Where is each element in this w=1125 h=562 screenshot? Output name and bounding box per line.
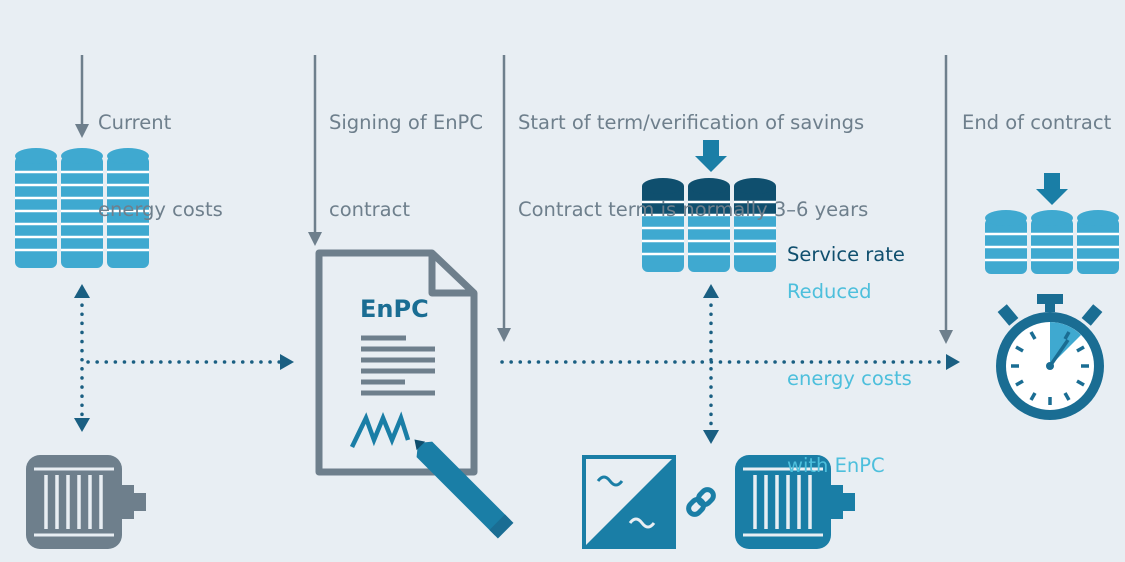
timeline-markers [75,55,953,344]
coin-stack-icon [734,178,776,272]
link-icon [686,487,716,517]
coin-stack-icon [107,148,149,268]
label-current-costs: Current energy costs [98,111,223,221]
label-signing: Signing of EnPC contract [329,111,483,221]
coin-stack-icon [642,178,684,272]
end-contract-coin-stacks [985,173,1119,274]
pen-icon [414,439,514,539]
legend-reduced-costs: Reduced energy costs with EnPC [787,280,912,477]
current-costs-coin-stacks [15,148,149,268]
coin-stack-icon [688,178,730,272]
legend-service-rate: Service rate [787,243,905,266]
service-rate-coin-stacks [642,140,776,272]
motor-icon [26,455,146,549]
signature [349,411,411,448]
down-arrow-icon [695,140,727,172]
dotted-flows [74,284,960,444]
contract-document-icon [315,249,478,476]
coin-stack-icon [61,148,103,268]
document-title: EnPC [360,295,429,323]
label-start-term: Start of term/verification of savings Co… [518,111,869,221]
motor-icon [735,455,855,549]
coin-stack-icon [1031,210,1073,274]
coin-stack-icon [985,210,1027,274]
label-end-contract: End of contract [962,111,1112,134]
down-arrow-icon [1036,173,1068,205]
frequency-converter-icon [582,455,676,549]
stopwatch-icon [996,294,1104,420]
coin-stack-icon [15,148,57,268]
coin-stack-icon [1077,210,1119,274]
